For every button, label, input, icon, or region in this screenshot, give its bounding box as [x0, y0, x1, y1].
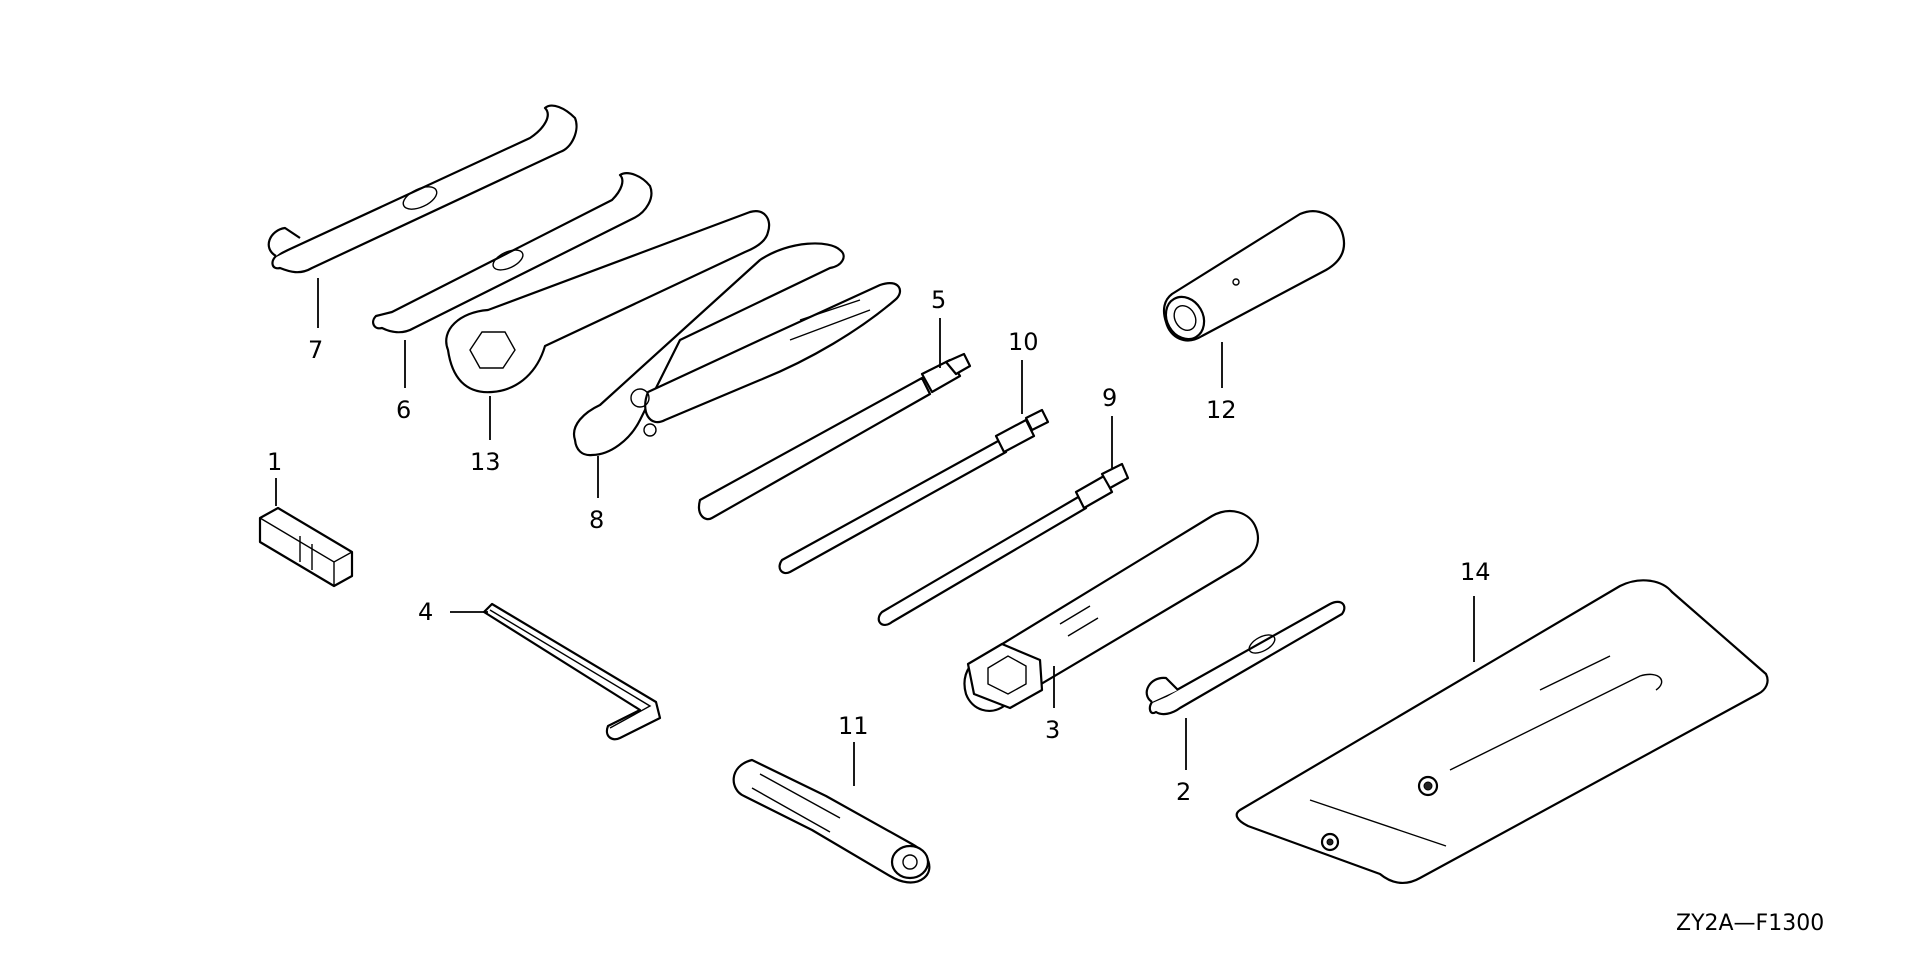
callout-10: 10 — [1008, 328, 1039, 414]
callout-7-label: 7 — [308, 336, 323, 364]
callout-3-label: 3 — [1045, 716, 1060, 744]
callout-14: 14 — [1460, 558, 1491, 662]
callout-6: 6 — [396, 340, 411, 424]
callout-1-label: 1 — [267, 448, 282, 476]
callout-8: 8 — [589, 456, 604, 534]
part-8-pliers[interactable] — [572, 242, 902, 457]
callout-3: 3 — [1045, 666, 1060, 744]
part-3-box-wrench[interactable] — [963, 510, 1260, 712]
callout-11: 11 — [838, 712, 869, 786]
part-6-open-end-wrench[interactable] — [372, 172, 653, 334]
part-2-small-wrench[interactable] — [1145, 600, 1346, 716]
callout-4-label: 4 — [418, 598, 433, 626]
callout-5: 5 — [931, 286, 946, 368]
callout-8-label: 8 — [589, 506, 604, 534]
callout-12: 12 — [1206, 342, 1237, 424]
callout-14-label: 14 — [1460, 558, 1491, 586]
part-7-open-end-wrench[interactable] — [267, 104, 578, 274]
part-13-ring-wrench[interactable] — [445, 210, 771, 394]
callout-9: 9 — [1102, 384, 1117, 468]
part-9-phillips-screwdriver[interactable] — [877, 462, 1130, 627]
callout-6-label: 6 — [396, 396, 411, 424]
part-14-tool-bag[interactable] — [1235, 579, 1769, 884]
part-5-flat-screwdriver[interactable] — [697, 352, 972, 521]
part-10-flat-screwdriver[interactable] — [778, 408, 1050, 575]
callout-5-label: 5 — [931, 286, 946, 314]
callout-13-label: 13 — [470, 448, 501, 476]
part-12-plug-wrench[interactable] — [1158, 210, 1346, 346]
part-1-fuse[interactable] — [258, 506, 354, 588]
callout-11-label: 11 — [838, 712, 869, 740]
callout-10-label: 10 — [1008, 328, 1039, 356]
callout-7: 7 — [308, 278, 323, 364]
part-11-screwdriver-handle[interactable] — [732, 758, 931, 884]
callout-2: 2 — [1176, 718, 1191, 806]
callout-9-label: 9 — [1102, 384, 1117, 412]
callout-1: 1 — [267, 448, 282, 506]
callout-13: 13 — [470, 396, 501, 476]
part-4-hex-key[interactable] — [482, 602, 662, 741]
callout-4: 4 — [418, 598, 488, 626]
drawing-code: ZY2A—F1300 — [1676, 911, 1824, 936]
callout-12-label: 12 — [1206, 396, 1237, 424]
callout-2-label: 2 — [1176, 778, 1191, 806]
